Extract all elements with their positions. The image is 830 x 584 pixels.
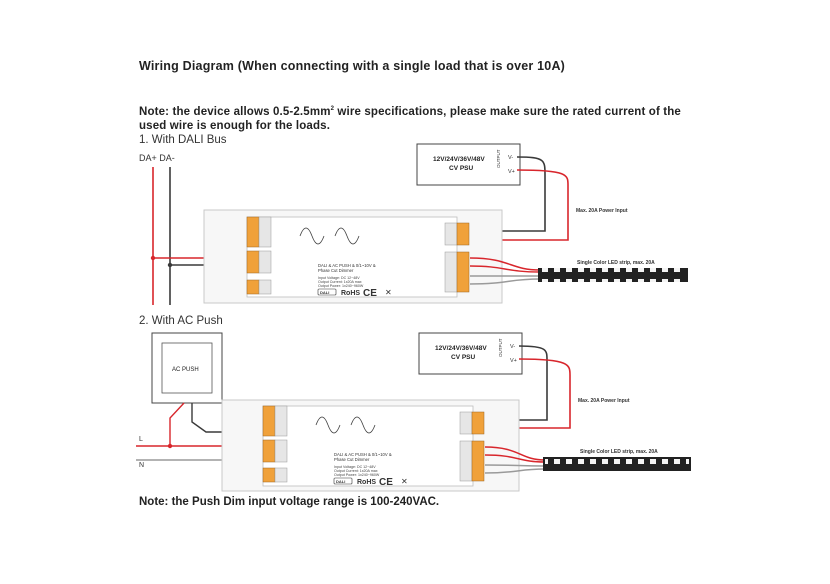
controller-2-rohs-mark: RoHS [357, 479, 376, 486]
led-strip-2-label: Single Color LED strip, max. 20A [580, 449, 658, 455]
strip-2-positive-wire-2 [484, 454, 546, 463]
psu-1-label-type: CV PSU [449, 165, 474, 172]
controller-1-terminal-dali [246, 250, 260, 274]
controller-2-terminal-phase-plug [274, 405, 288, 437]
controller-1-terminal-10v-plug [258, 279, 272, 295]
controller-1-dali-mark: DALI [320, 290, 329, 295]
strip-1-positive-wire [469, 257, 541, 271]
footer-note: Note: the Push Dim input voltage range i… [139, 496, 440, 508]
controller-1-spec-2: Output Current: 1x20A max [318, 280, 362, 284]
controller-2-input-terminal [471, 411, 485, 435]
controller-2-weee-icon: ✕ [401, 477, 408, 486]
strip-1-negative-wire-2 [469, 278, 541, 285]
strip-2-negative-wire [484, 464, 546, 467]
controller-1-rohs-mark: RoHS [341, 290, 360, 297]
line-n-label: N [139, 462, 144, 469]
strip-2-negative-wire-2 [484, 468, 546, 474]
led-strip-2-chips [545, 457, 689, 471]
power-input-label-1: Max. 20A Power Input [576, 208, 628, 214]
controller-2-terminal-push-plug [274, 439, 288, 463]
leading-edge-waveform-2 [315, 416, 341, 434]
controller-2-terminal-10v [262, 467, 276, 483]
controller-1-terminal-phase-plug [258, 216, 272, 248]
controller-2-dali-mark: DALI [336, 479, 345, 484]
wire-note-superscript: 2 [330, 106, 335, 112]
controller-2-label-panel [262, 405, 474, 487]
controller-2-terminal-phase [262, 405, 276, 437]
controller-1-terminal-dali-plug [258, 250, 272, 274]
psu-2-vminus: V- [510, 344, 515, 350]
controller-1-terminal-10v [246, 279, 260, 295]
controller-2-spec-2: Output Current: 1x20A max [334, 469, 378, 473]
ac-push-label: AC PUSH [172, 367, 199, 373]
psu-2-label-type: CV PSU [451, 354, 476, 361]
leading-edge-waveform-1 [299, 227, 325, 245]
controller-1-output-terminal [456, 251, 470, 293]
wire-note-line-2: used wire is enough for the loads. [139, 119, 331, 132]
strip-2-positive-wire [484, 446, 546, 461]
psu-2-output-side: OUTPUT [498, 338, 503, 357]
trailing-edge-waveform-2 [350, 416, 376, 434]
section-2-title: 2. With AC Push [139, 315, 223, 327]
psu-1-label-voltage: 12V/24V/36V/48V [433, 156, 485, 163]
controller-2-dali-logo [333, 477, 353, 485]
controller-1-dali-logo [317, 288, 337, 296]
wire-note-part-b: wire specifications, please make sure th… [334, 105, 681, 118]
controller-1-output-plug [444, 251, 458, 293]
psu-2-label-voltage: 12V/24V/36V/48V [435, 345, 487, 352]
controller-1-weee-icon: ✕ [385, 288, 392, 297]
section-2-diagram: AC PUSH L N 12V/24V/36V/48V CV PSU OUTPU… [136, 332, 691, 492]
psu-1-negative-wire [470, 156, 546, 232]
ac-push-inner [161, 342, 213, 394]
controller-1-input-terminal [456, 222, 470, 246]
controller-2-terminal-push [262, 439, 276, 463]
controller-2-model-line-1: DALI & AC PUSH & 0/1~10V & [334, 452, 392, 457]
controller-1-model-line-1: DALI & AC PUSH & 0/1~10V & [318, 263, 376, 268]
dali-bus-label: DA+ DA- [139, 153, 175, 163]
psu-1-vplus: V+ [508, 169, 515, 175]
power-input-label-2: Max. 20A Power Input [578, 398, 630, 404]
controller-2-model-line-2: Phase Cut Dimmer [334, 457, 370, 462]
controller-1-spec-1: Input Voltage: DC 12~48V [318, 276, 360, 280]
line-l-label: L [139, 436, 143, 443]
led-strip-1-chips [540, 268, 686, 282]
led-strip-1-label: Single Color LED strip, max. 20A [577, 260, 655, 266]
push-feed-wire [169, 402, 185, 446]
controller-2-spec-1: Input Voltage: DC 12~48V [334, 465, 376, 469]
psu-box-2 [418, 332, 523, 375]
controller-2-input-plug [459, 411, 473, 435]
psu-box-1 [416, 143, 521, 186]
strip-1-positive-wire-2 [469, 265, 541, 273]
controller-2-ce-mark: CE [379, 477, 393, 488]
controller-1-input-plug [444, 222, 458, 246]
controller-1-ce-mark: CE [363, 288, 377, 299]
wire-note-part-a: Note: the device allows 0.5-2.5mm [139, 105, 331, 118]
psu-2-vplus: V+ [510, 358, 517, 364]
controller-1-terminal-phase [246, 216, 260, 248]
controller-1-label-panel [246, 216, 458, 298]
psu-1-vminus: V- [508, 155, 513, 161]
psu-2-positive-wire [484, 358, 571, 429]
psu-1-output-side: OUTPUT [496, 149, 501, 168]
wire-note: Note: the device allows 0.5-2.5mm2 wire … [139, 102, 681, 133]
psu-1-positive-wire [470, 169, 569, 241]
diagram-title: Wiring Diagram (When connecting with a s… [139, 59, 566, 73]
section-1-diagram: DA+ DA- 12V/24V/36V/48V CV PSU OUTPUT V-… [139, 143, 688, 305]
section-1-title: 1. With DALI Bus [139, 134, 227, 146]
controller-2-terminal-10v-plug [274, 467, 288, 483]
controller-1-model-line-2: Phase Cut Dimmer [318, 268, 354, 273]
controller-2-output-terminal [471, 440, 485, 482]
controller-2-output-plug [459, 440, 473, 482]
controller-1-spec-3: Output Power: 1x240~960W [318, 284, 364, 288]
controller-2-spec-3: Output Power: 1x240~960W [334, 473, 380, 477]
trailing-edge-waveform-1 [334, 227, 360, 245]
